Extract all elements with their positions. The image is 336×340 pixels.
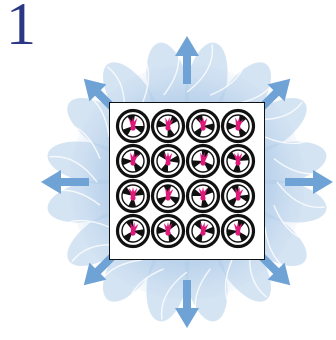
particle-cell [118,146,149,177]
particle-cell [223,181,254,212]
particle-cell [118,216,149,247]
particle-cell [188,111,219,142]
particle-cell [153,111,184,142]
particle-cell [188,181,219,212]
particle-cell [118,181,149,212]
particle-cell [223,216,254,247]
particle-cell [118,111,149,142]
particle-cell [188,146,219,177]
particle-cell [153,216,184,247]
particle-cell [223,111,254,142]
particle-cells [110,103,263,258]
particle-cell [188,216,219,247]
particle-cell [153,146,184,177]
particle-grid [109,102,265,260]
particle-cell [153,181,184,212]
particle-cell [223,146,254,177]
